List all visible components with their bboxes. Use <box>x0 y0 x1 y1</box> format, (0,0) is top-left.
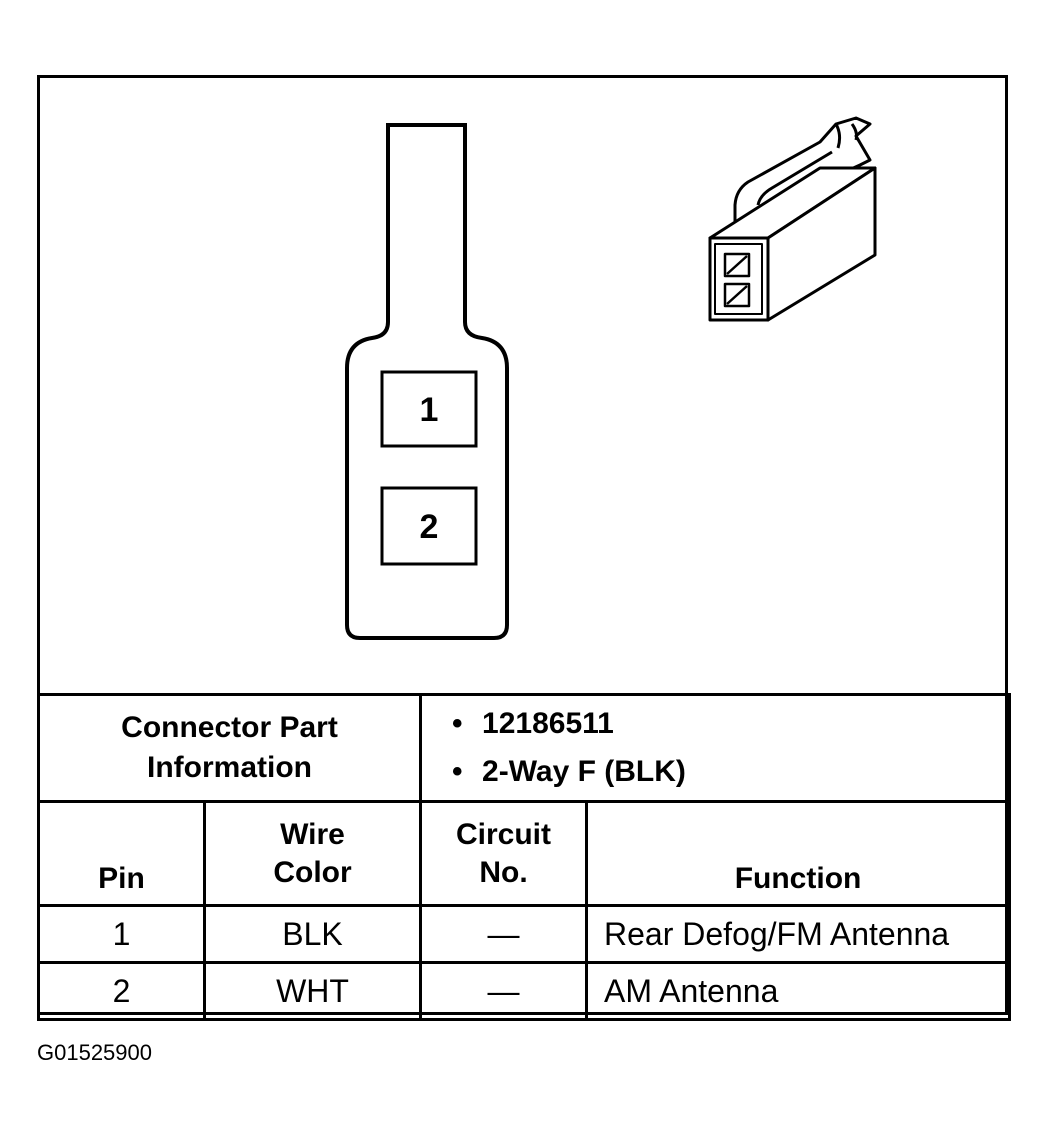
cavity-2-label: 2 <box>420 508 439 546</box>
wire-color-header-line1: Wire <box>280 817 345 851</box>
function-cell: AM Antenna <box>585 961 1012 1021</box>
wire-color-cell: WHT <box>202 961 423 1021</box>
table-row: 1 BLK — Rear Defog/FM Antenna <box>37 904 1012 964</box>
circuit-header-line1: Circuit <box>456 817 552 851</box>
connector-part-label-cell: Connector Part Information <box>36 693 423 803</box>
cavity-1-label: 1 <box>420 391 439 429</box>
part-info-list: 12186511 2-Way F (BLK) <box>422 700 1008 796</box>
connector-part-info-cell: 12186511 2-Way F (BLK) <box>419 693 1012 803</box>
function-cell: Rear Defog/FM Antenna <box>585 904 1012 964</box>
table-row: 2 WHT — AM Antenna <box>37 961 1012 1021</box>
connector-part-row: Connector Part Information 12186511 2-Wa… <box>36 693 1012 803</box>
wire-color-cell: BLK <box>202 904 423 964</box>
circuit-cell: — <box>419 961 589 1021</box>
pin-cell: 1 <box>37 904 206 964</box>
circuit-header-line2: No. <box>479 855 528 889</box>
connector-part-label-line2: Information <box>147 751 312 784</box>
part-description: 2-Way F (BLK) <box>452 748 1008 796</box>
connector-drawing: 1 2 <box>345 116 877 640</box>
connector-part-label-line1: Connector Part <box>121 711 338 744</box>
wire-color-header: Wire Color <box>202 800 423 907</box>
circuit-cell: — <box>419 904 589 964</box>
pin-cell: 2 <box>37 961 206 1021</box>
cavity-2-box <box>380 486 478 566</box>
figure-id: G01525900 <box>37 1040 152 1065</box>
connector-info-table: Connector Part Information 12186511 2-Wa… <box>36 693 1012 1021</box>
wire-color-header-line2: Color <box>273 855 352 889</box>
function-header: Function <box>585 800 1012 907</box>
connector-isometric-icon <box>708 116 877 322</box>
function-header-label: Function <box>734 862 862 895</box>
circuit-header: Circuit No. <box>419 800 589 907</box>
part-number: 12186511 <box>452 700 1008 748</box>
pin-header-label: Pin <box>98 862 145 895</box>
header-row: Pin Wire Color Circuit No. Function <box>37 800 1012 907</box>
pin-header: Pin <box>37 800 206 907</box>
cavity-1-box <box>380 370 478 448</box>
